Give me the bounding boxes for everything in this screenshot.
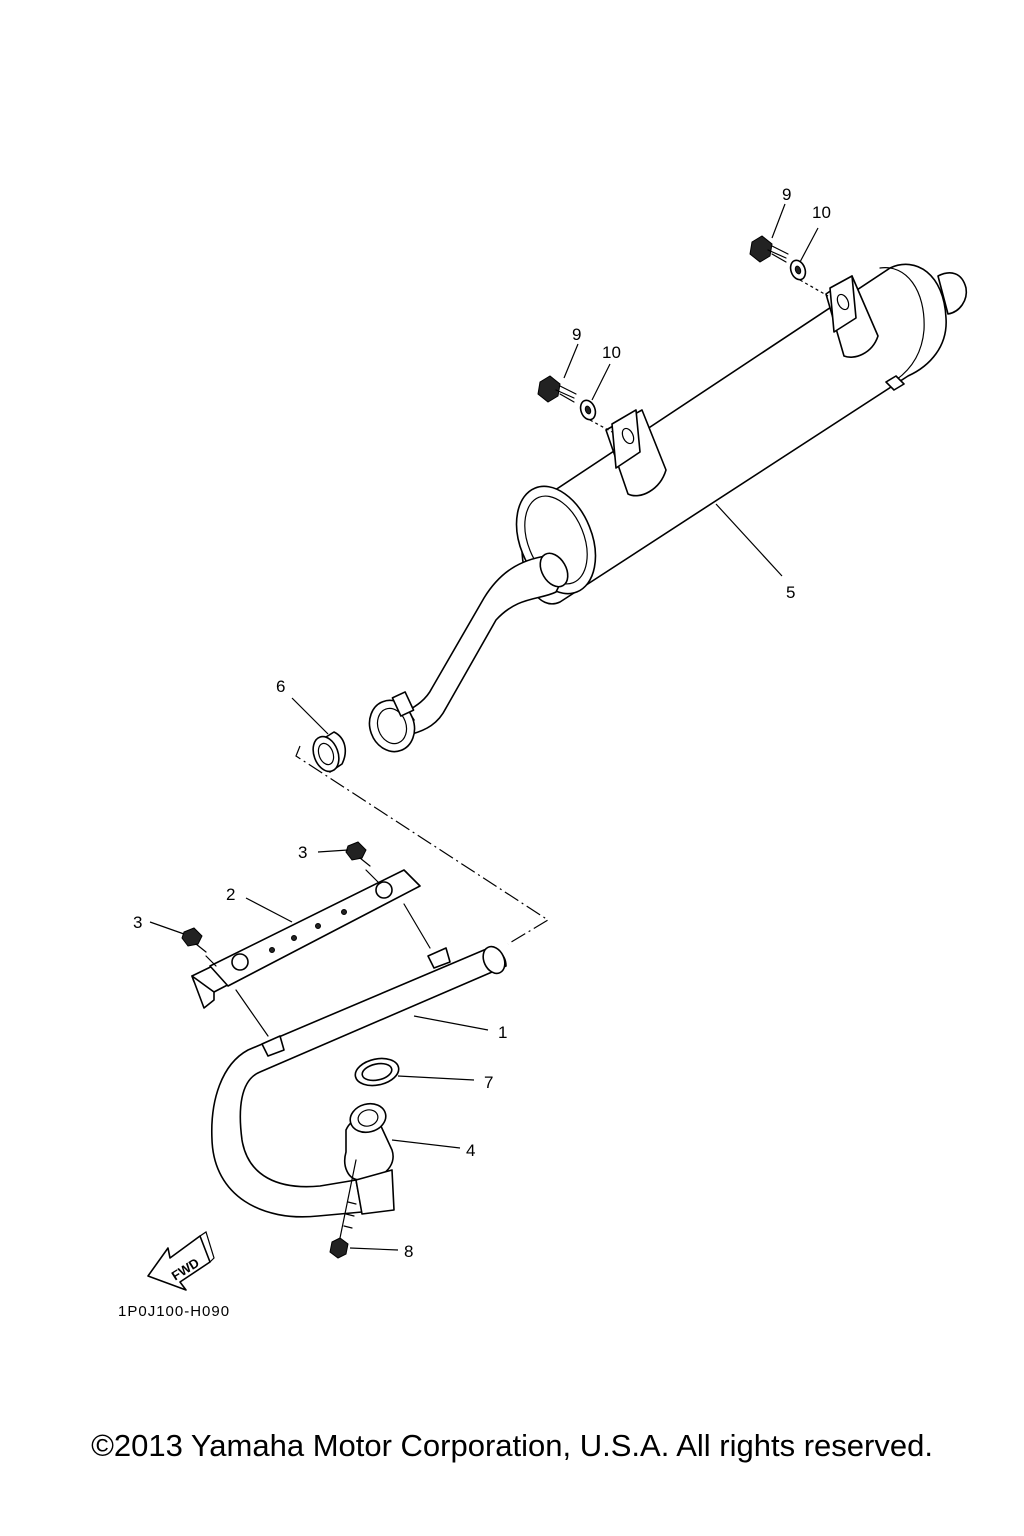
forward-arrow-icon [147, 1231, 215, 1291]
exhaust-gasket-ring[interactable] [353, 1055, 401, 1090]
heat-protector[interactable] [191, 869, 421, 1009]
screw-3-upper[interactable] [345, 841, 371, 867]
muffler-rear-bracket [825, 275, 879, 358]
callout-1: 1 [498, 1023, 507, 1042]
callout-9-upper: 9 [782, 185, 791, 204]
washer-10-upper[interactable] [788, 258, 808, 282]
callout-2: 2 [226, 885, 235, 904]
muffler-front-bracket [605, 409, 667, 497]
callout-10-lower: 10 [602, 343, 621, 362]
diagram-code: 1P0J100-H090 [118, 1303, 230, 1320]
muffler-inlet-pipe [405, 552, 569, 735]
pipe-clamp [368, 691, 416, 753]
bolt-9-upper[interactable] [749, 235, 789, 263]
callout-8: 8 [404, 1242, 413, 1261]
leader-lines [149, 203, 819, 1251]
callout-7: 7 [484, 1073, 493, 1092]
exhaust-flange[interactable] [344, 1100, 395, 1215]
callout-3-lower: 3 [133, 913, 142, 932]
screw-3-lower[interactable] [181, 927, 207, 953]
copyright-notice: ©2013 Yamaha Motor Corporation, U.S.A. A… [91, 1428, 933, 1463]
callout-5: 5 [786, 583, 795, 602]
callout-4: 4 [466, 1141, 475, 1160]
exhaust-sleeve-gasket[interactable] [309, 731, 347, 775]
assembly-centerline [295, 745, 550, 945]
bolt-8[interactable] [329, 1159, 357, 1259]
callout-10-upper: 10 [812, 203, 831, 222]
washer-10-lower[interactable] [578, 398, 598, 422]
callout-9-lower: 9 [572, 325, 581, 344]
bolt-9-lower[interactable] [537, 375, 577, 403]
exhaust-pipe[interactable] [211, 943, 509, 1218]
muffler[interactable] [502, 263, 968, 605]
callout-3-upper: 3 [298, 843, 307, 862]
callout-6: 6 [276, 677, 285, 696]
